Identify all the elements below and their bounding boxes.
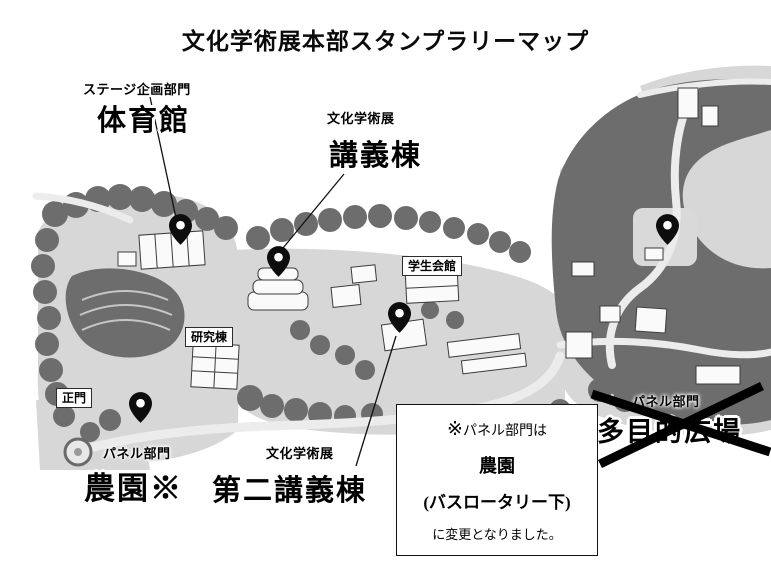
map-pin-lecture	[267, 246, 290, 277]
map-pin-farm	[129, 392, 152, 423]
lecture-label: 講義棟	[329, 140, 423, 172]
bus-rotary	[63, 437, 93, 467]
connector-second-lecture	[355, 335, 397, 467]
stage-dept-label: ステージ企画部門	[83, 82, 191, 97]
connector-lecture	[282, 173, 345, 249]
note-asterisk: ※	[447, 419, 463, 440]
note-venue-name: 農園	[479, 455, 515, 476]
research-building-label: 研究棟	[185, 327, 234, 348]
second-lecture-label: 第二講義棟	[212, 475, 368, 507]
connectors-group	[149, 96, 397, 467]
buildings-group	[117, 87, 741, 390]
second-lecture-dept-label: 文化学術展	[266, 446, 334, 461]
note-text: パネル部門は	[462, 424, 547, 439]
cross-out-x	[590, 381, 771, 469]
change-note-box: ※パネル部門は 農園 (バスロータリー下) に変更となりました。	[396, 404, 598, 556]
map-pin-second-lecture	[388, 302, 411, 333]
lecture-dept-label: 文化学術展	[327, 111, 395, 126]
connector-gym	[149, 96, 177, 219]
note-location: (バスロータリー下)	[423, 493, 571, 513]
farm-label: 農園※	[84, 471, 183, 506]
farm-dept-label: パネル部門	[103, 446, 171, 461]
note-line-1: ※パネル部門は	[447, 418, 547, 441]
map-pin-gym	[169, 214, 192, 245]
student-hall-label: 学生会館	[402, 256, 463, 277]
main-gate-label: 正門	[56, 388, 93, 409]
plaza-dept-label: パネル部門	[632, 394, 700, 409]
map-pin-plaza	[656, 214, 679, 245]
gym-label: 体育館	[97, 105, 191, 137]
page-title: 文化学術展本部スタンプラリーマップ	[181, 28, 590, 54]
terrace-lines	[79, 290, 173, 331]
note-line-4: に変更となりました。	[432, 526, 562, 542]
